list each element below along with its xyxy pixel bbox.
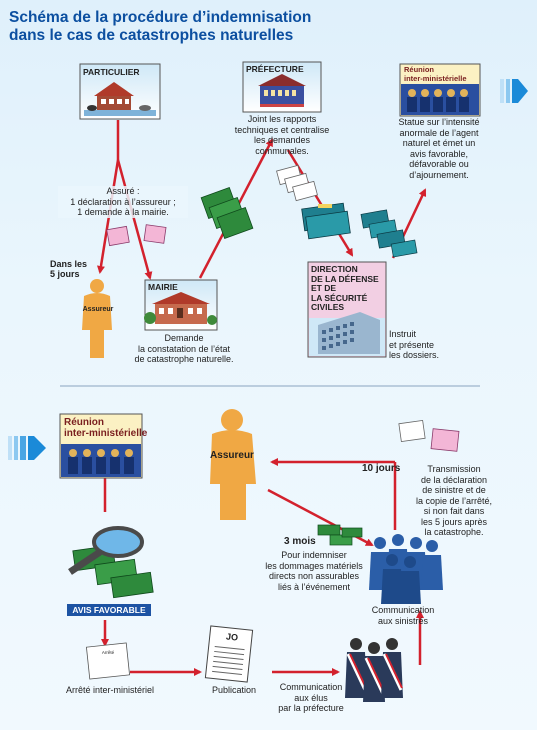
mairie-label: MAIRIE xyxy=(148,282,178,292)
direction-line-1: DIRECTION xyxy=(311,264,358,274)
communication-elus-line-3: par la préfecture xyxy=(278,703,344,713)
transmission-line-4: la copie de l’arrêté, xyxy=(415,495,493,506)
reunion-bottom-line-2: inter-ministérielle xyxy=(64,428,148,439)
reunion-bottom-label: Réunion inter-ministérielle xyxy=(64,417,147,439)
elus-figures xyxy=(345,638,403,702)
direction-illustration xyxy=(307,261,387,358)
sinistres-crowd xyxy=(369,534,443,604)
dans-les-line-2: 5 jours xyxy=(50,269,80,279)
assureur-top-figure xyxy=(82,279,112,358)
instruit-text: Instruit et présente les dossiers. xyxy=(389,329,439,361)
avis-favorable-badge: AVIS FAVORABLE xyxy=(67,604,151,616)
declaration-documents xyxy=(106,224,167,247)
communication-sinistres-line-1: Communication xyxy=(371,605,435,615)
particulier-label: PARTICULIER xyxy=(83,67,140,77)
reunion-bottom-illustration xyxy=(59,413,143,479)
communication-elus-line-1: Communication xyxy=(279,682,343,692)
jo-publication xyxy=(204,625,254,683)
transmission-line-2: de la déclaration xyxy=(420,474,488,485)
dix-jours-label: 10 jours xyxy=(362,463,401,474)
prefecture-illustration xyxy=(242,61,322,113)
continuation-arrow-top xyxy=(500,79,528,103)
joint-line-2: techniques et centralise xyxy=(234,124,330,135)
direction-label: DIRECTION DE LA DÉFENSE ET DE LA SÉCURIT… xyxy=(311,264,379,313)
statue-line-1: Statue sur l’intensité xyxy=(398,117,480,127)
statue-line-5: défavorable ou xyxy=(409,159,469,169)
communication-elus-line-2: aux élus xyxy=(294,692,328,703)
arrete-inter-label: Arrêté inter-ministériel xyxy=(65,685,155,695)
prefecture-label: PRÉFECTURE xyxy=(246,64,304,74)
instruit-line-1: Instruit xyxy=(389,329,417,339)
joint-text: Joint les rapports techniques et central… xyxy=(226,114,338,156)
arrete-document xyxy=(85,642,131,680)
jo-text: JO xyxy=(225,631,239,643)
pour-indemniser-line-2: les dommages matériels xyxy=(265,560,363,571)
direction-line-5: CIVILES xyxy=(311,302,345,312)
statue-text: Statue sur l’intensité anormale de l’age… xyxy=(390,117,488,180)
transmission-line-7: la catastrophe. xyxy=(424,527,484,537)
assureur-top-label: Assureur xyxy=(82,306,114,313)
reunion-top-line-2: inter-ministérielle xyxy=(404,73,467,83)
transmission-line-3: de sinistre et de xyxy=(422,485,486,495)
instruit-line-2: et présente xyxy=(389,339,435,350)
title-line-2: dans le cas de catastrophes naturelles xyxy=(9,27,294,44)
direction-line-2: DE LA DÉFENSE xyxy=(311,273,379,284)
direction-line-4: LA SÉCURITÉ xyxy=(311,292,368,303)
demande-line-3: de catastrophe naturelle. xyxy=(134,354,234,364)
reunion-bottom-line-1: Réunion xyxy=(64,417,104,428)
pour-indemniser-line-1: Pour indemniser xyxy=(281,550,347,560)
money-bundles xyxy=(317,524,363,546)
communication-elus-text: Communication aux élus par la préfecture xyxy=(272,682,350,714)
joint-line-1: Joint les rapports xyxy=(247,114,317,124)
pour-indemniser-line-3: directs non assurables xyxy=(268,571,360,581)
pour-indemniser-line-4: liés à l’événement xyxy=(277,581,351,592)
particulier-illustration xyxy=(79,63,161,120)
reunion-top-illustration xyxy=(399,63,481,117)
rapports-documents xyxy=(200,187,254,239)
joint-line-3: les demandes communales. xyxy=(253,135,311,156)
assureur-bottom-label: Assureur xyxy=(210,450,254,461)
diagram-title: Schéma de la procédure d’indemnisation d… xyxy=(9,9,311,45)
communication-sinistres-line-2: aux sinistrés xyxy=(377,615,429,626)
assureur-bottom-figure xyxy=(210,409,256,520)
magnifier-folders xyxy=(68,526,154,599)
transmission-line-1: Transmission xyxy=(427,464,481,474)
communication-sinistres-text: Communication aux sinistrés xyxy=(370,605,436,626)
demande-text: Demande la constatation de l’état de cat… xyxy=(128,333,240,365)
assure-line-2: 1 déclaration à l’assureur ; xyxy=(70,196,176,207)
title-line-1: Schéma de la procédure d’indemnisation xyxy=(9,9,312,26)
trois-mois-label: 3 mois xyxy=(284,536,316,547)
transmission-documents xyxy=(398,419,460,452)
continuation-arrow-bottom xyxy=(8,436,46,460)
transmission-text: Transmission de la déclaration de sinist… xyxy=(412,464,496,538)
reunion-top-label: Réunion inter-ministérielle xyxy=(404,65,467,83)
statue-line-3: naturel et émet un xyxy=(402,138,476,148)
demande-line-2: la constatation de l’état xyxy=(137,343,231,354)
assure-line-3: 1 demande à la mairie. xyxy=(77,207,169,217)
papers-stack xyxy=(276,164,318,202)
dans-les-line-1: Dans les xyxy=(50,259,88,269)
demande-line-1: Demande xyxy=(164,333,204,343)
transmission-line-6: les 5 jours après xyxy=(420,516,488,527)
dans-les-5-jours-label: Dans les 5 jours xyxy=(50,259,87,279)
assure-text: Assuré : 1 déclaration à l’assureur ; 1 … xyxy=(58,186,188,218)
folders-to-reunion xyxy=(360,209,418,258)
pour-indemniser-text: Pour indemniser les dommages matériels d… xyxy=(252,550,376,592)
assure-line-1: Assuré : xyxy=(106,186,140,196)
reunion-top-line-1: Réunion xyxy=(404,65,434,74)
mairie-illustration xyxy=(144,279,218,331)
arrete-doc-text: Arrêté xyxy=(101,650,115,655)
statue-line-2: anormale de l’agent xyxy=(399,127,479,138)
statue-line-4: avis favorable, xyxy=(409,148,469,159)
instruit-line-3: les dossiers. xyxy=(389,350,440,360)
dossiers-folders xyxy=(301,202,351,240)
direction-line-3: ET DE xyxy=(311,283,337,293)
publication-label: Publication xyxy=(211,685,257,695)
transmission-line-5: si non fait dans xyxy=(423,506,485,516)
statue-line-6: d’ajournement. xyxy=(409,169,469,180)
